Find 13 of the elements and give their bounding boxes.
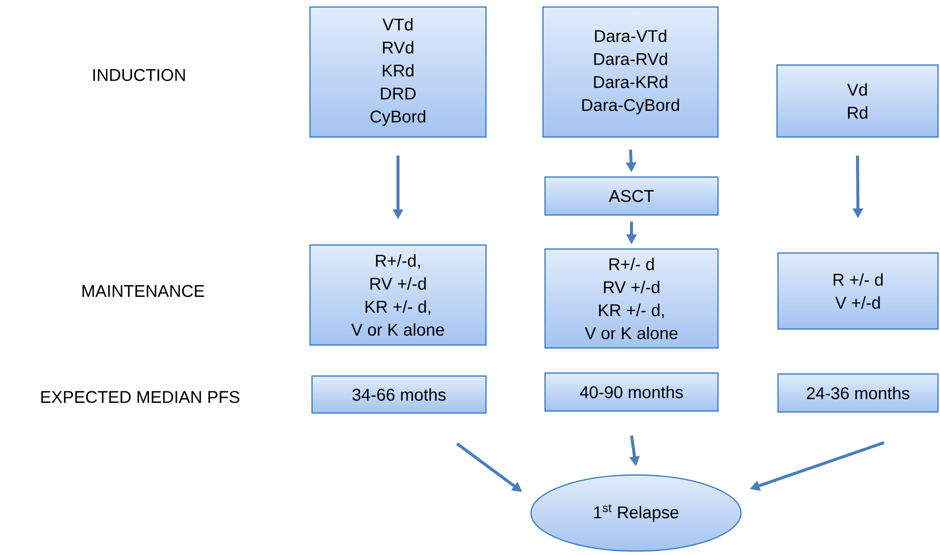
regimen-box: 34-66 moths — [311, 375, 487, 414]
regimen-box: Dara-VTd Dara-RVd Dara-KRd Dara-CyBord — [542, 6, 719, 138]
regimen-box: R+/- d RV +/-d KR +/- d, V or K alone — [544, 248, 719, 349]
regimen-box: R+/-d, RV +/-d KR +/- d, V or K alone — [309, 244, 487, 346]
stage-label: EXPECTED MEDIAN PFS — [41, 390, 240, 404]
regimen-box: VTd RVd KRd DRD CyBord — [309, 6, 487, 138]
stage-label: MAINTENANCE — [82, 284, 204, 298]
regimen-box: ASCT — [544, 176, 719, 216]
regimen-box: Vd Rd — [776, 64, 939, 138]
stage-label: INDUCTION — [93, 68, 185, 82]
regimen-box: R +/- d V +/-d — [777, 252, 939, 330]
regimen-box: 40-90 months — [544, 372, 719, 412]
regimen-box: 24-36 months — [777, 373, 939, 413]
